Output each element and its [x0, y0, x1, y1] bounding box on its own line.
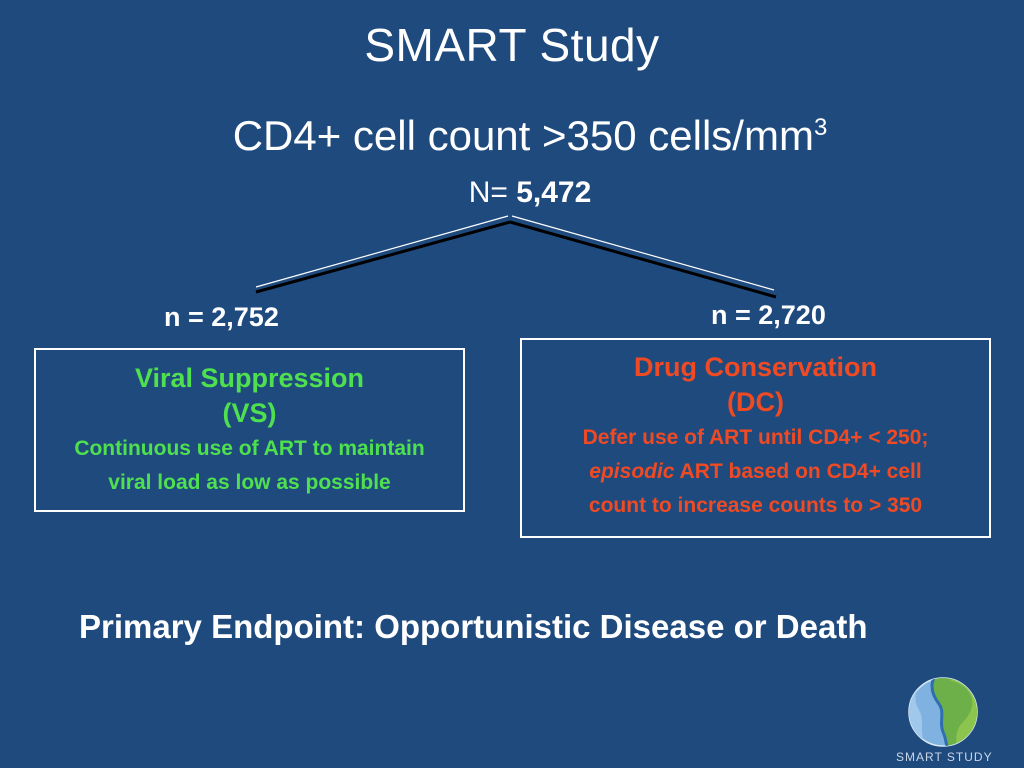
- dc-desc-line-2-rest: ART based on CD4+ cell: [674, 460, 922, 483]
- vs-desc-line-2: viral load as low as possible: [108, 471, 391, 494]
- primary-endpoint: Primary Endpoint: Opportunistic Disease …: [79, 608, 868, 645]
- total-enrollment: N= 5,472: [0, 176, 1024, 210]
- dc-arm-description: Defer use of ART until CD4+ < 250; episo…: [522, 421, 989, 523]
- dc-arm-box: Drug Conservation (DC) Defer use of ART …: [520, 338, 991, 538]
- dc-desc-line-3: count to increase counts to > 350: [588, 494, 923, 517]
- slide-title: SMART Study: [364, 19, 660, 71]
- branch-right: [511, 215, 775, 291]
- vs-arm-abbr: (VS): [222, 398, 277, 428]
- total-enrollment-value: 5,472: [516, 176, 592, 209]
- dc-desc-italic: episodic: [589, 460, 675, 483]
- total-enrollment-prefix: N=: [468, 176, 517, 209]
- dc-arm-name: Drug Conservation: [633, 352, 878, 382]
- vs-arm-description: Continuous use of ART to maintain viral …: [36, 432, 463, 500]
- vs-arm-count: n = 2,752: [164, 302, 279, 332]
- globe-icon: [908, 677, 978, 747]
- population-criteria: CD4+ cell count >350 cells/mm3: [0, 112, 1024, 160]
- branch-left-shadow: [255, 220, 511, 294]
- dc-arm-abbr: (DC): [727, 387, 784, 417]
- vs-arm-box: Viral Suppression (VS) Continuous use of…: [34, 348, 465, 512]
- logo-caption: SMART STUDY: [896, 750, 993, 764]
- dc-desc-line-2: episodic ART based on CD4+ cell: [522, 455, 989, 489]
- dc-desc-line-1: Defer use of ART until CD4+ < 250;: [582, 426, 929, 449]
- vs-arm-name: Viral Suppression: [134, 363, 365, 393]
- population-criteria-text: CD4+ cell count >350 cells/mm: [232, 112, 814, 159]
- branch-left: [255, 215, 509, 288]
- population-criteria-superscript: 3: [813, 114, 828, 141]
- dc-arm-count: n = 2,720: [711, 300, 826, 330]
- branch-right-shadow: [509, 220, 777, 299]
- vs-desc-line-1: Continuous use of ART to maintain: [74, 437, 425, 460]
